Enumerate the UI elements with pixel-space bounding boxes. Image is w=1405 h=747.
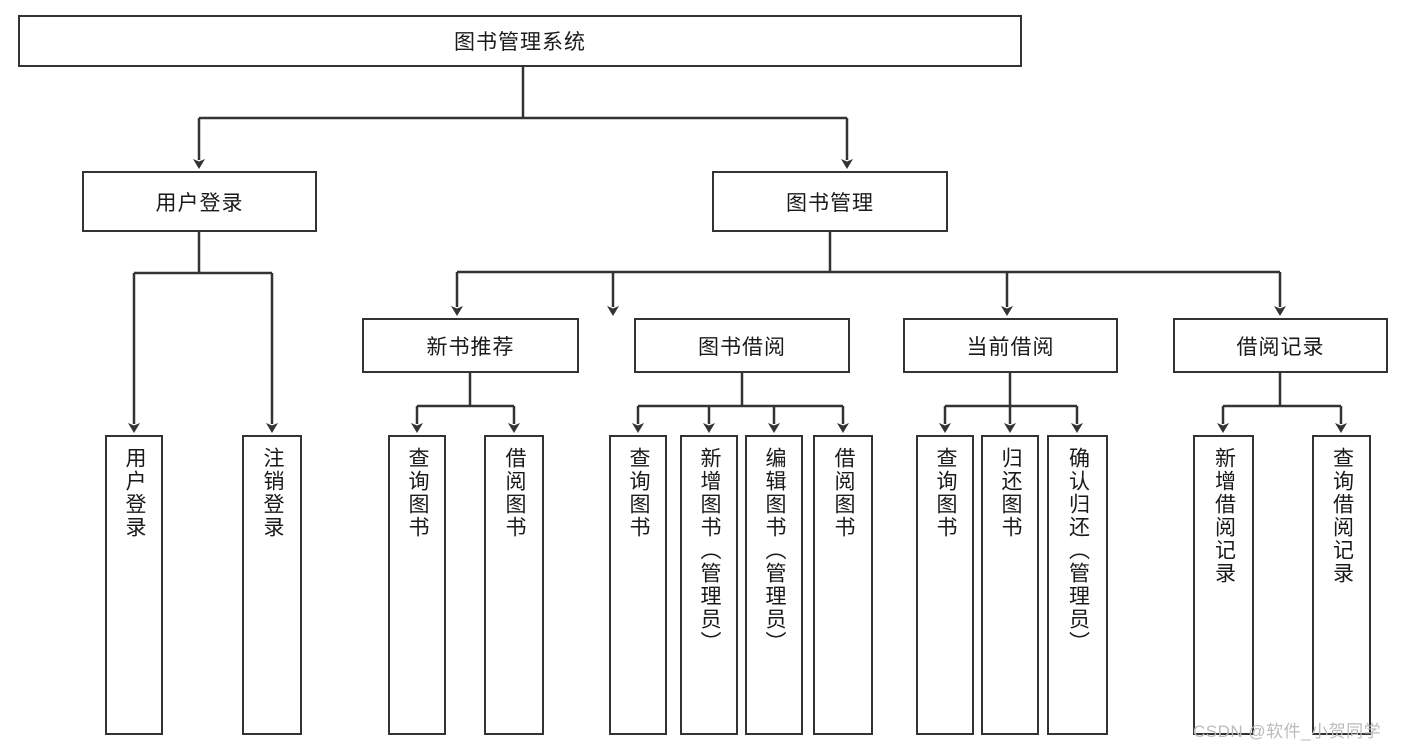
node-current-borrow-label: 当前借阅 — [966, 335, 1055, 359]
leaf-edit-book-admin[interactable]: 编辑图书（管理员） — [745, 435, 803, 735]
leaf-return-book-label: 归还图书 — [999, 447, 1023, 539]
leaf-add-borrow-record[interactable]: 新增借阅记录 — [1193, 435, 1254, 735]
leaf-return-book[interactable]: 归还图书 — [981, 435, 1039, 735]
leaf-confirm-return-admin[interactable]: 确认归还（管理员） — [1047, 435, 1108, 735]
leaf-query-book-newbook[interactable]: 查询图书 — [388, 435, 446, 735]
leaf-logout-label: 注销登录 — [261, 447, 285, 539]
leaf-borrow-book-newbook-label: 借阅图书 — [503, 447, 527, 539]
node-current-borrow[interactable]: 当前借阅 — [903, 318, 1118, 373]
node-book-management-label: 图书管理 — [786, 191, 874, 215]
leaf-add-borrow-record-label: 新增借阅记录 — [1212, 447, 1236, 585]
leaf-query-book-newbook-label: 查询图书 — [406, 447, 430, 539]
leaf-borrow-book-label: 借阅图书 — [832, 447, 856, 539]
leaf-query-borrow-record[interactable]: 查询借阅记录 — [1312, 435, 1371, 735]
node-book-borrow[interactable]: 图书借阅 — [634, 318, 850, 373]
node-borrow-record-label: 借阅记录 — [1236, 335, 1325, 359]
node-root-label: 图书管理系统 — [454, 31, 586, 54]
leaf-user-login[interactable]: 用户登录 — [105, 435, 163, 735]
leaf-query-borrow-record-label: 查询借阅记录 — [1330, 447, 1354, 585]
leaf-user-login-label: 用户登录 — [123, 447, 147, 539]
leaf-logout[interactable]: 注销登录 — [242, 435, 302, 735]
node-user-login-label: 用户登录 — [155, 191, 244, 215]
node-new-book-recommend[interactable]: 新书推荐 — [362, 318, 579, 373]
node-borrow-record[interactable]: 借阅记录 — [1173, 318, 1388, 373]
leaf-query-book-current[interactable]: 查询图书 — [916, 435, 974, 735]
leaf-query-book-current-label: 查询图书 — [934, 447, 958, 539]
leaf-edit-book-admin-label: 编辑图书（管理员） — [763, 447, 787, 654]
node-user-login[interactable]: 用户登录 — [82, 171, 317, 232]
node-book-borrow-label: 图书借阅 — [698, 335, 786, 359]
leaf-query-book-borrow[interactable]: 查询图书 — [609, 435, 667, 735]
node-root[interactable]: 图书管理系统 — [18, 15, 1022, 67]
leaf-add-book-admin[interactable]: 新增图书（管理员） — [680, 435, 738, 735]
node-new-book-recommend-label: 新书推荐 — [426, 335, 515, 359]
leaf-confirm-return-admin-label: 确认归还（管理员） — [1066, 447, 1090, 654]
node-book-management[interactable]: 图书管理 — [712, 171, 948, 232]
leaf-add-book-admin-label: 新增图书（管理员） — [698, 447, 722, 654]
csdn-watermark: CSDN @软件_小贺同学 — [1193, 722, 1382, 741]
leaf-query-book-borrow-label: 查询图书 — [627, 447, 651, 539]
leaf-borrow-book[interactable]: 借阅图书 — [813, 435, 873, 735]
leaf-borrow-book-newbook[interactable]: 借阅图书 — [484, 435, 544, 735]
